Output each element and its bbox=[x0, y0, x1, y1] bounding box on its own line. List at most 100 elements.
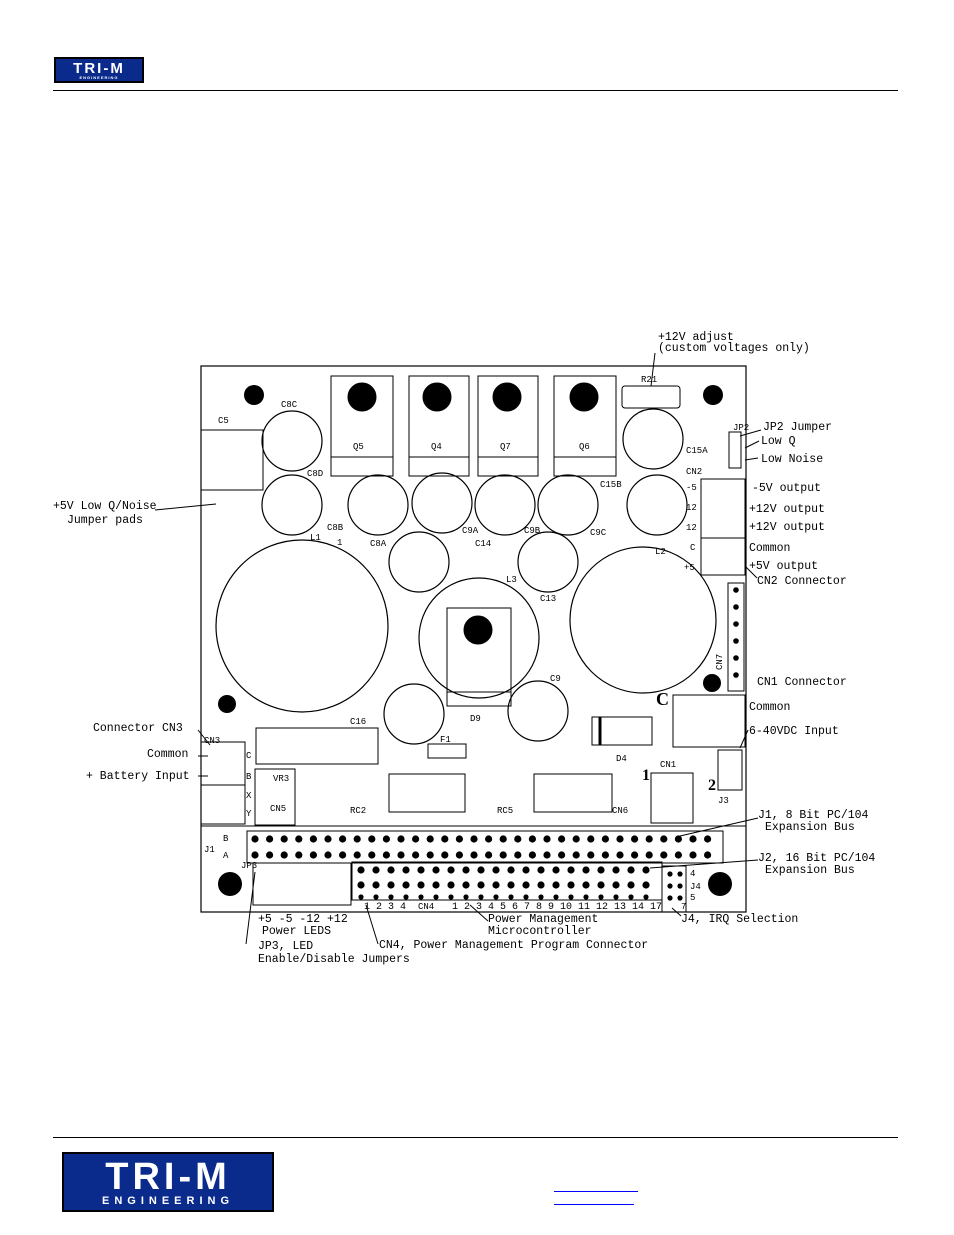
j1-pin bbox=[558, 851, 566, 859]
j1-pin bbox=[382, 835, 390, 843]
j1-pin bbox=[674, 851, 683, 859]
j1-pin bbox=[280, 835, 288, 843]
lbl-c5: C5 bbox=[218, 416, 229, 426]
j1-pin bbox=[324, 835, 332, 843]
lbl-rc2: RC2 bbox=[350, 806, 366, 816]
pm-pin bbox=[568, 894, 574, 900]
j2-pin bbox=[567, 881, 575, 889]
callout-pos5: +5V output bbox=[749, 560, 818, 573]
j2-pin bbox=[507, 881, 515, 889]
bus-section bbox=[200, 825, 747, 913]
j1-pin bbox=[499, 851, 507, 859]
j1-pin bbox=[616, 851, 624, 859]
j1-pin bbox=[704, 851, 712, 859]
pm-pin bbox=[448, 894, 454, 900]
callout-pads-2: Jumper pads bbox=[67, 514, 143, 527]
pm-pin bbox=[403, 894, 409, 900]
j1-pin bbox=[455, 851, 463, 859]
callout-j1-2: Expansion Bus bbox=[765, 821, 855, 834]
lbl-j3: J3 bbox=[718, 796, 729, 806]
j2-pin bbox=[492, 881, 500, 889]
callout-jp2: JP2 Jumper bbox=[763, 421, 832, 434]
j4-pin bbox=[667, 895, 673, 901]
j1-pin bbox=[631, 851, 639, 859]
callout-leds-values: +5 -5 -12 +12 bbox=[258, 913, 348, 926]
footer-logo: TRI-M ENGINEERING bbox=[62, 1152, 274, 1212]
j2-pin bbox=[417, 866, 425, 874]
cn7-pin bbox=[733, 638, 739, 644]
j1-pin bbox=[616, 835, 624, 843]
leader-pm bbox=[469, 904, 489, 922]
j1-pin bbox=[441, 851, 449, 859]
lbl-mark-c-a: C bbox=[690, 543, 696, 553]
footer-link-2[interactable] bbox=[554, 1204, 634, 1205]
leader-cn3 bbox=[197, 729, 211, 746]
lbl-c8d: C8D bbox=[307, 469, 323, 479]
lbl-c13: C13 bbox=[540, 594, 556, 604]
cap-c8a bbox=[388, 531, 450, 593]
callout-common-c: Common bbox=[147, 748, 188, 761]
footer-logo-subtext: ENGINEERING bbox=[101, 1194, 234, 1207]
callout-jp3-2: Enable/Disable Jumpers bbox=[258, 953, 410, 966]
j1-pin bbox=[645, 851, 653, 859]
j2-pin bbox=[477, 866, 485, 874]
lbl-j4: J4 bbox=[690, 882, 701, 892]
cn7-pin bbox=[733, 587, 739, 593]
rc2-chip bbox=[388, 773, 466, 813]
j1-pin bbox=[499, 835, 507, 843]
hole-mr bbox=[703, 674, 721, 692]
j1-pin bbox=[514, 835, 522, 843]
cn3-block bbox=[200, 741, 246, 825]
lbl-mark-pos5: +5 bbox=[684, 563, 695, 573]
lbl-cn1: CN1 bbox=[660, 760, 676, 770]
j2-pin bbox=[522, 866, 530, 874]
leader-jp2 bbox=[739, 429, 762, 437]
cap-c8b bbox=[347, 474, 409, 536]
j1-pin bbox=[324, 851, 332, 859]
j2-pin bbox=[387, 866, 395, 874]
lbl-l2: L2 bbox=[655, 547, 666, 557]
j1-pin bbox=[631, 835, 639, 843]
lbl-q7: Q7 bbox=[500, 442, 511, 452]
callout-lownoise: Low Noise bbox=[761, 453, 823, 466]
j1-pin bbox=[295, 835, 303, 843]
j1-pin bbox=[485, 835, 493, 843]
cn7-pin bbox=[733, 621, 739, 627]
lbl-row-cn4: 1 2 3 4 bbox=[364, 902, 406, 913]
hole-tl bbox=[244, 385, 264, 405]
leader-input bbox=[739, 729, 749, 749]
j2-pin bbox=[612, 881, 620, 889]
callout-cn4: CN4, Power Management Program Connector bbox=[379, 939, 648, 952]
lbl-row-pm: 1 2 3 4 5 6 7 8 9 10 11 12 13 14 17 bbox=[452, 902, 662, 913]
q4-pins bbox=[408, 456, 470, 477]
leader-j1 bbox=[679, 817, 759, 837]
r21-body bbox=[621, 385, 681, 409]
j1-pin bbox=[674, 835, 683, 843]
pm-pin bbox=[523, 894, 529, 900]
pm-pin bbox=[478, 894, 484, 900]
callout-leds: Power LEDS bbox=[262, 925, 331, 938]
c16-block bbox=[255, 727, 379, 765]
j2-pin bbox=[582, 881, 590, 889]
j1-pin bbox=[689, 851, 697, 859]
footer-link-1[interactable] bbox=[554, 1191, 638, 1192]
header-logo-text: TRI-M bbox=[73, 59, 125, 77]
callout-pm-2: Microcontroller bbox=[488, 925, 592, 938]
lbl-f1: F1 bbox=[440, 735, 451, 745]
pm-pin bbox=[358, 894, 364, 900]
j1-pin bbox=[368, 851, 376, 859]
j1-pin bbox=[266, 851, 274, 859]
j1-pin bbox=[426, 851, 434, 859]
callout-j4: J4, IRQ Selection bbox=[681, 913, 798, 926]
lbl-rc5: RC5 bbox=[497, 806, 513, 816]
j2-pin bbox=[627, 866, 635, 874]
j1-pin bbox=[528, 835, 537, 843]
j2-pin bbox=[447, 866, 455, 874]
j1-pin bbox=[514, 851, 522, 859]
pm-pin bbox=[553, 894, 559, 900]
leader-lowq bbox=[744, 440, 760, 449]
lbl-mark-b: B bbox=[246, 772, 252, 782]
capacitors bbox=[261, 408, 688, 745]
footer-logo-text: TRI-M bbox=[105, 1155, 231, 1198]
